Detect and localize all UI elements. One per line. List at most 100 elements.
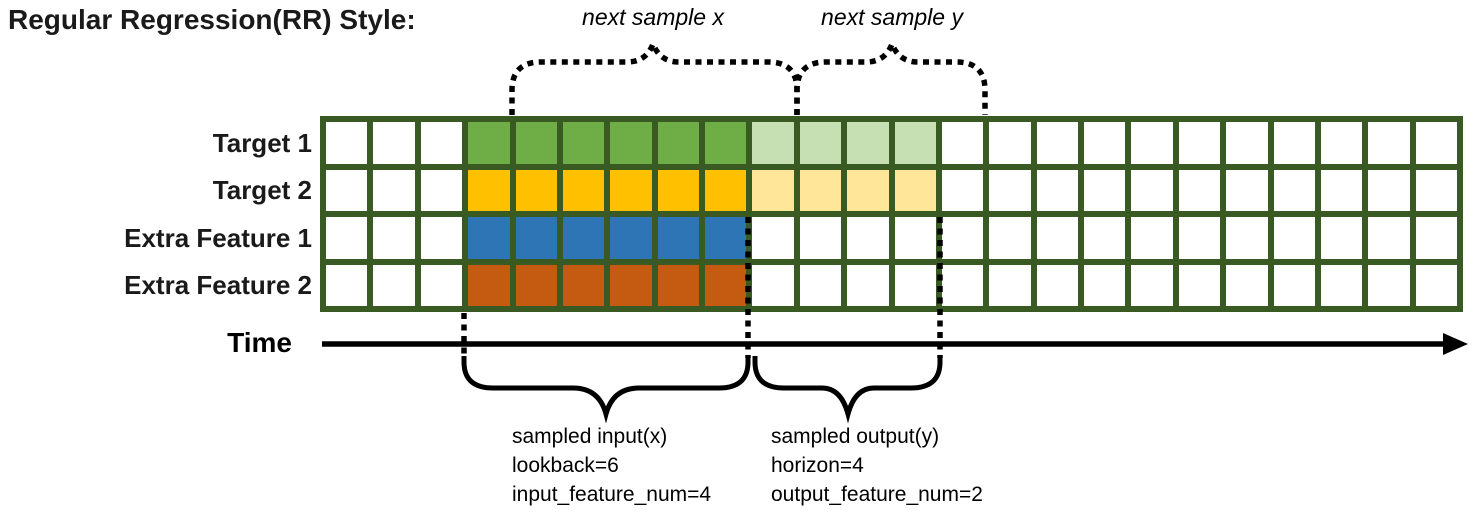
grid-cell-empty [1226,217,1268,259]
grid-cell-empty [1273,264,1315,306]
sampled-input-brace [461,356,751,424]
grid-cell-input [468,122,510,164]
grid-cell-empty [752,264,794,306]
grid-cell-empty [326,169,368,211]
grid-cell-output [752,122,794,164]
time-axis-label: Time [227,327,292,358]
grid-cell-empty [373,264,415,306]
grid-cell-empty [1273,217,1315,259]
grid-cell-input [562,264,605,306]
grid-cell-input [562,217,605,259]
grid-cell-empty [1273,122,1315,164]
grid-cell-empty [326,122,368,164]
grid-cell-empty [1084,217,1126,259]
next-sample-x-brace [509,36,800,115]
grid-cell-empty [1036,169,1078,211]
row-label-extra-feature-2: Extra Feature 2 [124,270,312,300]
grid-cell-input [610,264,652,306]
grid-cell-empty [1178,264,1221,306]
grid-cell-empty [941,217,984,259]
grid-cell-empty [1131,169,1173,211]
grid-cell-input [705,217,747,259]
sampled-output-brace [752,356,943,424]
grid-cell-empty [799,217,842,259]
grid-cell-output [847,122,889,164]
grid-cell-empty [420,217,463,259]
grid-cell-empty [1084,169,1126,211]
sampled-output-annotation: sampled output(y) horizon=4 output_featu… [771,422,983,509]
grid-cell-input [657,264,699,306]
grid-cell-input [610,217,652,259]
lookback-value: lookback=6 [512,454,619,477]
grid-cell-input [468,169,510,211]
grid-cell-empty [847,264,889,306]
next-sample-x-label: next sample x [582,4,724,30]
grid-cell-empty [1415,169,1457,211]
grid-cell-empty [941,264,984,306]
grid-cell-empty [989,122,1031,164]
grid-cell-empty [1368,264,1410,306]
grid-cell-output [847,169,889,211]
grid-cell-empty [989,264,1031,306]
grid-cell-input [515,122,557,164]
grid-cell-input [562,122,605,164]
grid-cell-empty [1226,169,1268,211]
grid-cell-empty [1368,169,1410,211]
grid-cell-empty [1226,122,1268,164]
sampled-input-annotation: sampled input(x) lookback=6 input_featur… [512,422,711,509]
grid-cell-empty [847,217,889,259]
grid-cell-empty [989,169,1031,211]
grid-cell-input [705,264,747,306]
sampled-output-title: sampled output(y) [771,425,940,448]
grid-cell-empty [989,217,1031,259]
grid-cell-empty [1084,122,1126,164]
grid-cell-empty [373,169,415,211]
grid-cell-empty [1320,122,1363,164]
grid-cell-empty [1036,264,1078,306]
grid-cell-empty [1320,217,1363,259]
grid-cell-empty [326,264,368,306]
grid-cell-empty [1415,264,1457,306]
sampled-input-title: sampled input(x) [512,425,668,448]
grid-cell-empty [1036,217,1078,259]
grid-cell-input [610,122,652,164]
grid-cell-input [705,169,747,211]
grid-cell-empty [1036,122,1078,164]
grid-cell-empty [420,122,463,164]
time-axis-arrowhead [1443,333,1468,355]
grid-cell-empty [1178,122,1221,164]
time-series-grid [320,116,1463,312]
input-feature-num: input_feature_num=4 [512,483,712,506]
grid-cell-output [752,169,794,211]
grid-cell-empty [1273,169,1315,211]
grid-cell-empty [1131,122,1173,164]
grid-cell-empty [894,264,936,306]
grid-cell-empty [1415,217,1457,259]
grid-cell-empty [326,217,368,259]
next-sample-y-label: next sample y [821,4,963,30]
grid-cell-empty [420,264,463,306]
grid-cell-input [705,122,747,164]
grid-cell-input [657,169,699,211]
grid-cell-empty [1178,169,1221,211]
page-title: Regular Regression(RR) Style: [8,4,416,35]
grid-cell-input [515,169,557,211]
grid-cell-empty [941,169,984,211]
grid-cell-empty [941,122,984,164]
grid-cell-empty [1226,264,1268,306]
row-label-target-2: Target 2 [212,175,312,205]
grid-cell-output [894,169,936,211]
grid-cell-output [894,122,936,164]
next-sample-y-brace [794,36,988,115]
grid-cell-empty [373,122,415,164]
grid-cell-empty [752,217,794,259]
grid-cell-empty [1415,122,1457,164]
grid-cell-empty [420,169,463,211]
grid-cell-empty [1320,169,1363,211]
grid-cell-empty [1320,264,1363,306]
row-label-target-1: Target 1 [212,128,312,158]
grid-cell-input [468,217,510,259]
grid-cell-input [610,169,652,211]
grid-cell-empty [799,264,842,306]
